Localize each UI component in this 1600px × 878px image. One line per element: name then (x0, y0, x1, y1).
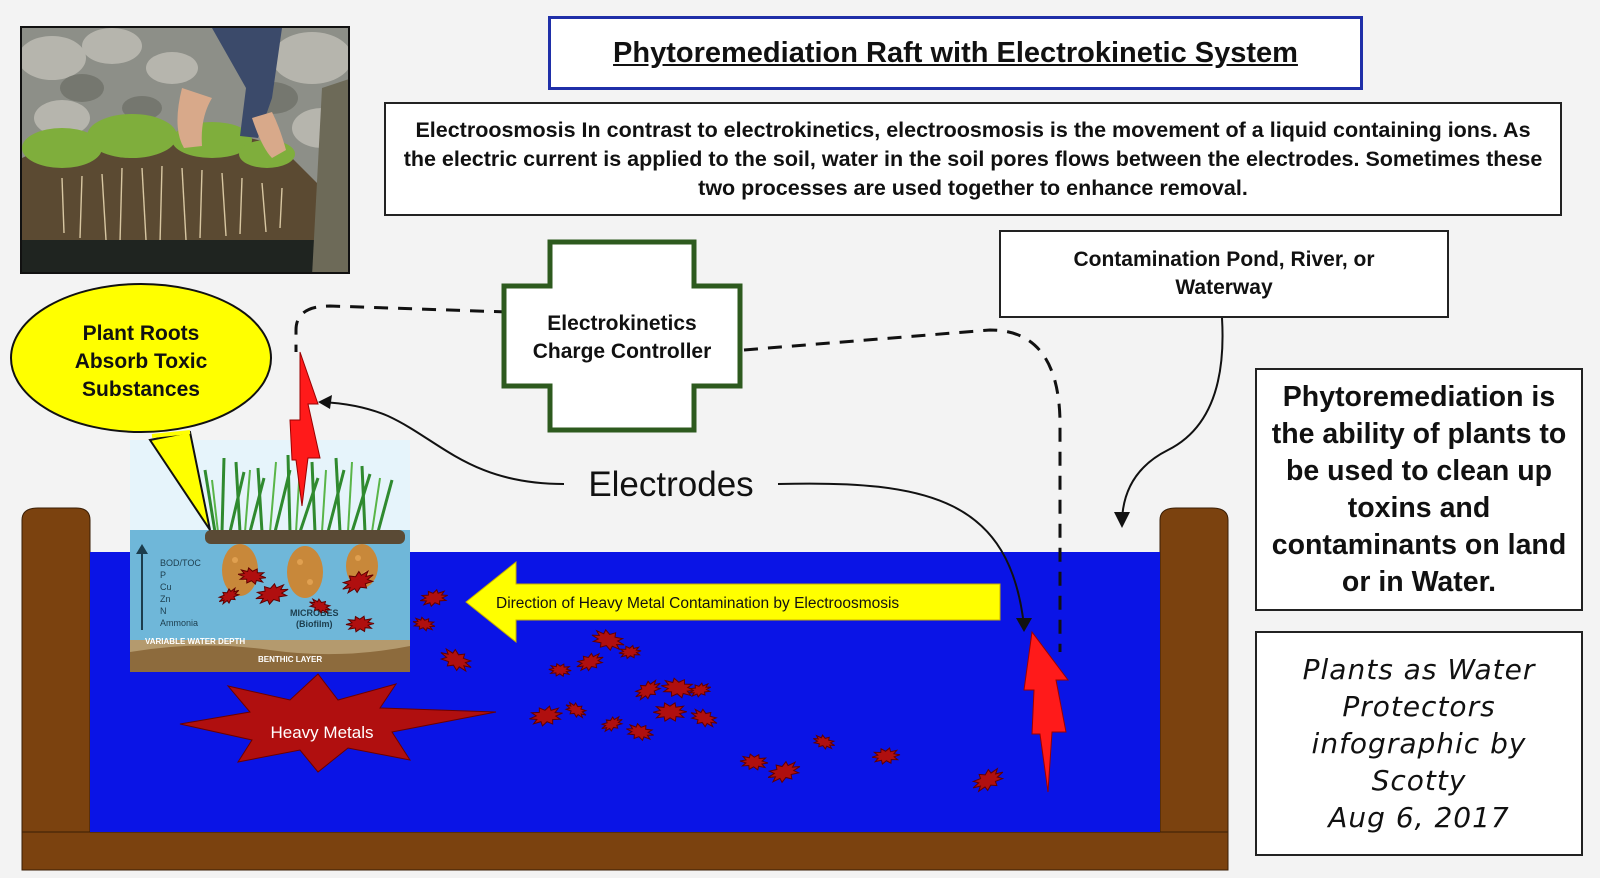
electrodes-arrow-right (777, 482, 1025, 627)
raft-photo (20, 26, 350, 274)
pond-label-box: Contamination Pond, River, or Waterway (999, 230, 1449, 318)
contamination-particle (255, 582, 289, 606)
contamination-particle (548, 662, 572, 678)
electroosmosis-info-text: Electroosmosis In contrast to electrokin… (403, 117, 1543, 200)
electrode-left-bolt (289, 351, 321, 507)
contamination-particle (812, 734, 836, 750)
credit-date: Aug 6, 2017 (1328, 801, 1510, 834)
contamination-particle (739, 753, 769, 771)
credit-line-1: Plants as Water (1302, 653, 1536, 686)
inset-label-4: Zn (160, 594, 171, 604)
contamination-particle (591, 628, 625, 652)
bubble-line-2: Absorb Toxic (75, 350, 208, 373)
electrode-right-bolt (1023, 630, 1069, 793)
inset-label-6: Ammonia (160, 618, 198, 628)
title-box: Phytoremediation Raft with Electrokineti… (548, 16, 1363, 90)
pond-label: Contamination Pond, River, or Waterway (1073, 248, 1375, 299)
contamination-particle (600, 715, 624, 733)
electroosmosis-info-box: Electroosmosis In contrast to electrokin… (384, 102, 1562, 216)
contamination-particle (688, 682, 712, 698)
bubble-line-3: Substances (82, 378, 200, 401)
tank-right-wall (1159, 507, 1229, 833)
wire-left (294, 304, 509, 352)
contamination-particle (412, 616, 436, 632)
pond-arrow (1121, 317, 1224, 521)
credit-box: Plants as Water Protectors infographic b… (1255, 631, 1583, 856)
electrodes-label: Electrodes (588, 465, 753, 504)
inset-label-3: Cu (160, 582, 172, 592)
contamination-particle (618, 644, 642, 660)
tank-left-wall (21, 507, 91, 833)
charge-controller: Electrokinetics Charge Controller (501, 239, 743, 433)
contamination-particle (653, 701, 687, 723)
wire-right (743, 328, 1062, 652)
definition-text: Phytoremediation is the ability of plant… (1271, 380, 1567, 598)
bubble-line-1: Plant Roots (83, 322, 200, 345)
contamination-particle (871, 747, 901, 765)
contamination-particle (345, 615, 375, 633)
heavy-metals-label: Heavy Metals (271, 723, 374, 742)
inset-label-1: BOD/TOC (160, 558, 201, 568)
contamination-particle (971, 767, 1005, 793)
inset-microbes: MICROBES (290, 608, 339, 618)
inset-depth: VARIABLE WATER DEPTH (145, 637, 245, 646)
contamination-particle (237, 567, 267, 585)
credit-line-3: infographic by (1311, 727, 1527, 760)
contamination-particle (661, 677, 695, 699)
contamination-particle (529, 705, 563, 727)
controller-line-2: Charge Controller (533, 340, 712, 363)
definition-box: Phytoremediation is the ability of plant… (1255, 368, 1583, 611)
credit-line-4: Scotty (1371, 764, 1467, 797)
contamination-particle (564, 701, 588, 719)
contamination-particle (420, 588, 448, 608)
contamination-particle (217, 586, 241, 606)
contamination-particle (341, 569, 375, 595)
contamination-particle (439, 647, 473, 673)
controller-line-1: Electrokinetics (547, 312, 696, 335)
contamination-particle (308, 598, 332, 614)
flow-label: Direction of Heavy Metal Contamination b… (496, 595, 899, 612)
contamination-particles (217, 567, 1005, 793)
credit-line-2: Protectors (1342, 690, 1496, 723)
page-title: Phytoremediation Raft with Electrokineti… (613, 36, 1298, 69)
flow-direction-arrow: Direction of Heavy Metal Contamination b… (465, 560, 1001, 644)
inset-biofilm: (Biofilm) (296, 619, 333, 629)
inset-benthic: BENTHIC LAYER (258, 655, 322, 664)
contamination-particle (626, 722, 654, 742)
contamination-particle (634, 679, 662, 701)
contamination-particle (767, 760, 801, 784)
inset-label-2: P (160, 570, 166, 580)
inset-label-5: N (160, 606, 167, 616)
contamination-particle (576, 652, 604, 672)
heavy-metals-burst: Heavy Metals (179, 673, 497, 773)
contamination-particle (690, 708, 718, 728)
electrodes-arrow-left (321, 401, 565, 485)
speech-bubble: Plant Roots Absorb Toxic Substances (10, 283, 272, 531)
